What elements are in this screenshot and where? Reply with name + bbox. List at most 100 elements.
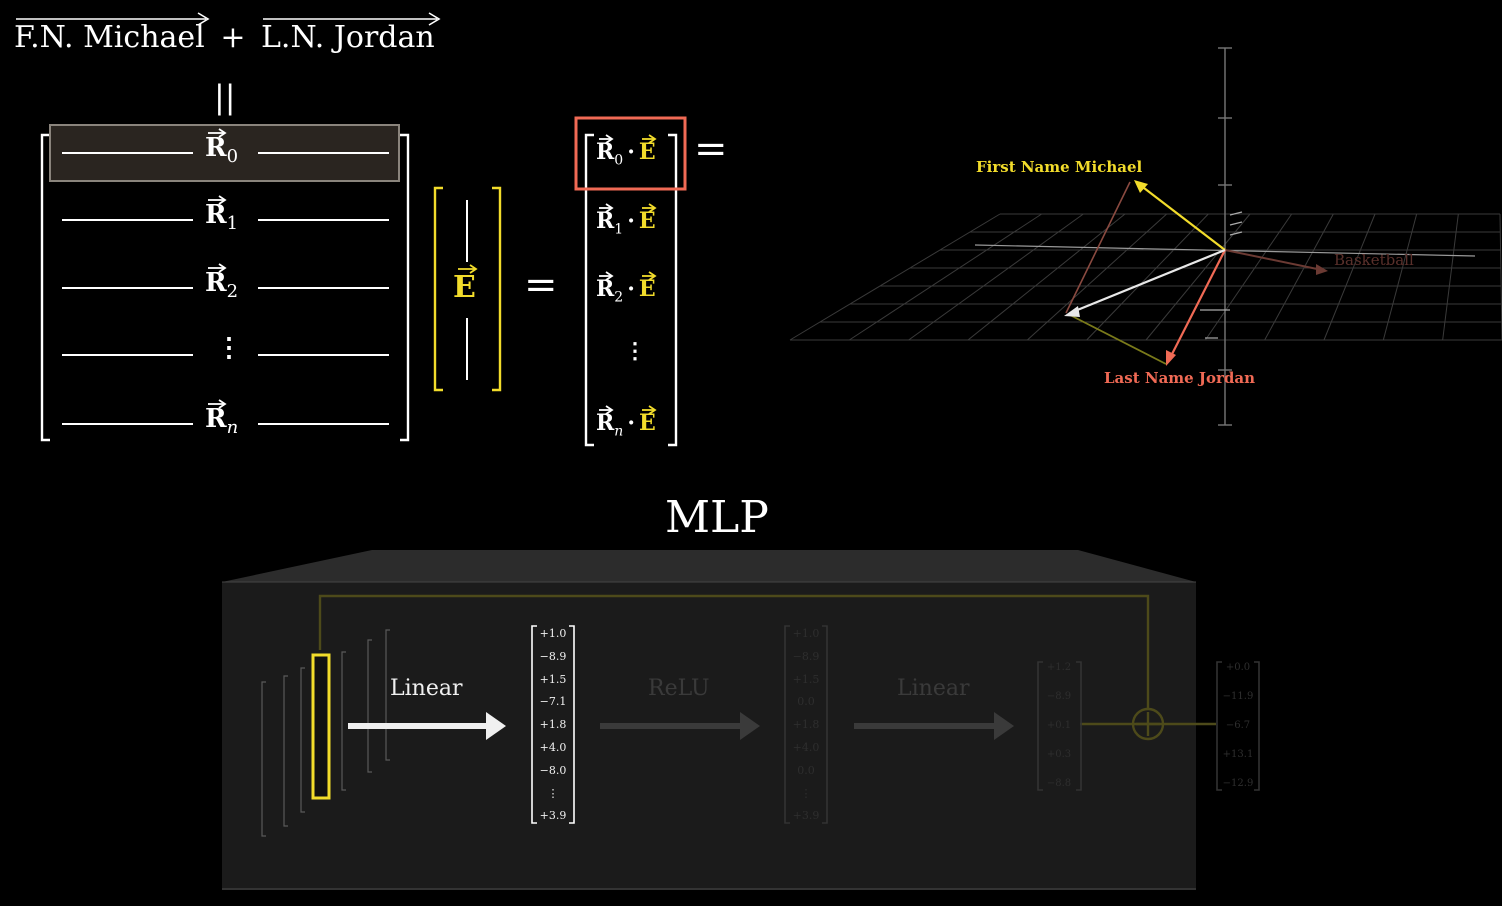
vector-entry: −8.0 — [539, 763, 567, 777]
vector-arrow-icon — [208, 128, 227, 138]
vector-entry: −8.9 — [1046, 691, 1072, 702]
selected-embedding-column — [311, 653, 331, 800]
vector2-brackets — [784, 625, 828, 824]
vector-arrow-icon — [599, 134, 614, 144]
vector-entry: +1.8 — [792, 718, 820, 732]
grid-line — [1323, 213, 1376, 341]
matrix-row-lines — [62, 152, 389, 425]
vector-entry: +4.0 — [792, 741, 820, 754]
basketball-arrowhead — [1316, 264, 1328, 275]
matrix-row-label: R1 — [205, 195, 238, 234]
vector-entry: −8.9 — [539, 649, 567, 663]
mlp-box-bottom — [222, 888, 1196, 890]
vector-entry: +0.0 — [1225, 662, 1251, 673]
grid-line — [789, 213, 1001, 341]
result-entry: Rn·E — [596, 405, 657, 439]
matrix-row-label: R0 — [205, 128, 238, 167]
vector-arrow-icon — [641, 203, 657, 213]
vector3-brackets — [1037, 661, 1082, 791]
equals-sign-after-highlight: = — [694, 126, 728, 172]
vector-entry: −8.8 — [1046, 778, 1072, 789]
vector-entry: −8.9 — [792, 649, 820, 663]
vector-entry: +3.9 — [539, 809, 567, 823]
vector1-brackets — [531, 625, 575, 824]
vertical-equals-sign: || — [214, 78, 236, 116]
first-name-arrowhead — [1134, 180, 1148, 193]
vector-entry: +1.5 — [539, 672, 567, 686]
vector-entry: ⋮ — [800, 786, 812, 800]
grid-line — [1026, 213, 1168, 341]
result-entry: R2·E — [596, 271, 657, 305]
vector-arrow-icon — [208, 195, 227, 205]
basketball-vector — [1224, 249, 1323, 271]
linear-label-1: Linear — [390, 676, 463, 701]
highlight-result-box — [574, 116, 687, 191]
matrix-row-label: R2 — [205, 263, 238, 302]
vector-arrow-icon — [641, 134, 657, 144]
equals-sign: = — [524, 262, 558, 308]
vector-entry: −12.9 — [1222, 778, 1254, 789]
last-name-vector — [1167, 249, 1226, 363]
vector-entry: +0.3 — [1046, 749, 1072, 760]
vector-entry: −6.7 — [1225, 720, 1251, 731]
vector-arrow-icon — [599, 405, 614, 415]
vector-entry: 0.0 — [797, 695, 815, 709]
linear-arrowhead-2 — [994, 712, 1014, 740]
mlp-title: MLP — [665, 492, 769, 543]
vector-entry: −11.9 — [1222, 691, 1254, 702]
e-vector-label: E — [453, 264, 478, 305]
last-name-guide — [1067, 313, 1167, 365]
vector-entry: −7.1 — [539, 695, 567, 709]
vector-arrow-icon — [263, 12, 441, 26]
vector-arrow-icon — [642, 405, 657, 415]
plus-sign: + — [220, 20, 246, 55]
vector-entry: +13.1 — [1222, 749, 1254, 760]
first-name-term: F.N. Michael — [14, 12, 210, 55]
grid-line — [1382, 213, 1418, 341]
vector-entry: +1.5 — [792, 672, 820, 686]
vector-arrow-icon — [599, 203, 614, 213]
matrix-brackets — [40, 133, 410, 442]
first-name-guide — [1065, 181, 1131, 314]
mlp-box-front — [222, 582, 1196, 888]
residual-connection — [318, 594, 1216, 741]
sum-vector — [1069, 248, 1226, 315]
grid-line — [1442, 213, 1459, 341]
last-name-term: L.N. Jordan — [261, 12, 441, 55]
last-name-label: Last Name Jordan — [1104, 369, 1256, 387]
grid-plane — [789, 213, 1502, 341]
vector-entry: +3.9 — [792, 809, 820, 823]
grid-line — [849, 213, 1042, 341]
linear-arrowhead-1 — [486, 712, 506, 740]
axis-detail-ticks — [1200, 211, 1243, 339]
vector-arrow-icon — [16, 12, 210, 26]
input-embedding-stack — [261, 629, 390, 837]
vector-arrow-icon — [641, 271, 657, 281]
vector-arrow-icon — [458, 264, 478, 274]
first-name-label: First Name Michael — [976, 158, 1143, 176]
grid-line — [1086, 213, 1209, 341]
grid-line — [967, 213, 1126, 341]
ellipsis: ⋮ — [216, 333, 242, 363]
relu-label: ReLU — [648, 676, 710, 701]
z-axis-ticks — [1218, 47, 1232, 426]
result-vector-brackets — [584, 133, 678, 447]
vector-entry: +1.0 — [792, 627, 820, 640]
grid-line — [1204, 213, 1293, 341]
vector-entry: +1.8 — [539, 718, 567, 732]
basketball-label: Basketball — [1334, 251, 1414, 269]
sum-arrowhead — [1064, 306, 1080, 317]
ellipsis: ⋮ — [624, 338, 646, 364]
vector-entry: +4.0 — [539, 741, 567, 754]
vector-entry: +0.1 — [1046, 720, 1072, 731]
plot3d — [789, 47, 1502, 426]
mlp-box — [222, 550, 1260, 890]
result-entry: R1·E — [596, 203, 657, 237]
last-name-arrowhead — [1166, 350, 1176, 366]
vector-arrow-icon — [208, 399, 227, 409]
matrix-row-label: ⋮ — [216, 333, 242, 363]
result-entry: R0·E — [596, 134, 657, 168]
vector-entry: +1.2 — [1046, 662, 1072, 673]
mlp-box-top — [222, 550, 1196, 582]
vector-entry: ⋮ — [547, 786, 559, 800]
